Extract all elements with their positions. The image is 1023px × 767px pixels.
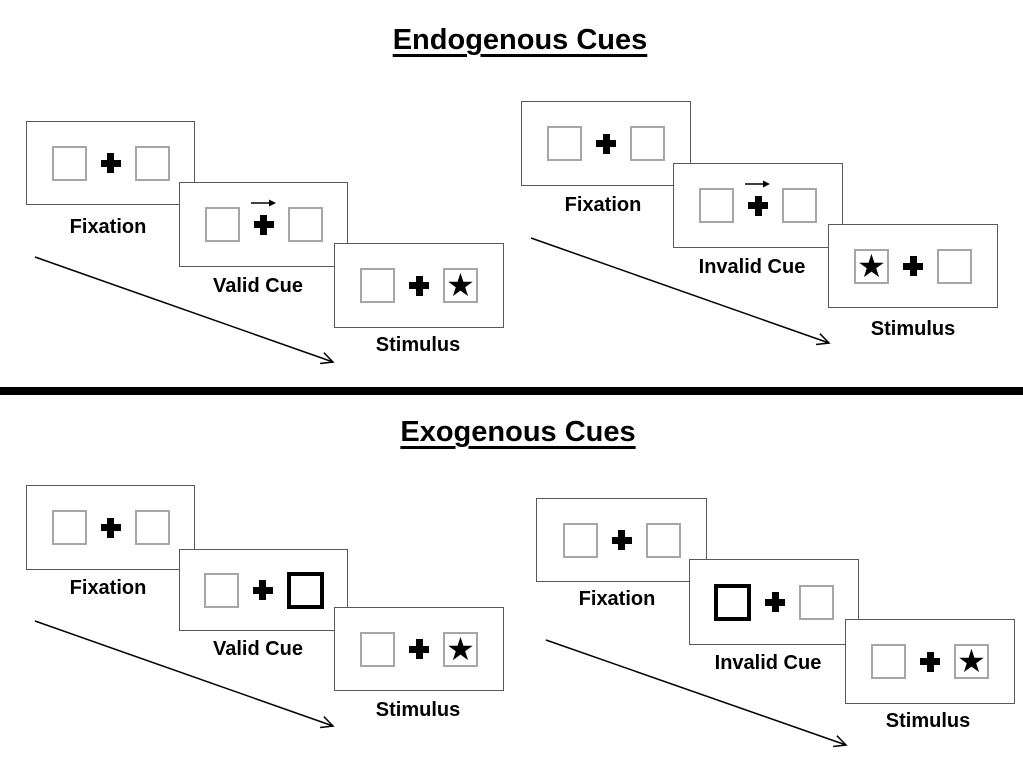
exo-invalid-fixation-panel [536,498,707,582]
panel-label-invalid-cue: Invalid Cue [714,652,822,674]
panel-label-stimulus: Stimulus [870,318,956,340]
right-target-box: ★ [443,268,478,303]
panel-label-invalid-cue: Invalid Cue [698,256,806,278]
fixation-cross-icon [745,180,770,216]
left-target-box: ★ [854,247,889,284]
endo-valid-fixation-panel [26,121,195,205]
left-placeholder-box [562,522,598,558]
fixation-cross-icon [100,153,121,173]
cue-arrow-right-icon [250,199,276,206]
timeline-arrow [530,237,831,346]
cue-arrow-right-icon [745,180,770,187]
right-placeholder-box [134,510,170,545]
timeline-arrow [34,256,335,365]
endo-valid-cue-panel [179,182,348,267]
timeline-arrow [34,620,335,729]
panel-label-fixation: Fixation [564,194,642,216]
timeline-arrow [545,639,848,748]
fixation-cross-icon [100,517,121,538]
target-star-icon: ★ [857,247,886,284]
left-placeholder-box [204,207,240,242]
panel-label-fixation: Fixation [69,216,147,238]
panel-label-stimulus: Stimulus [885,710,971,732]
fixation-cross-icon [250,199,276,235]
left-placeholder-box [51,145,87,181]
fixation-cross-icon [409,639,429,659]
panel-label-stimulus: Stimulus [375,699,461,721]
exo-invalid-stimulus-panel: ★ [845,619,1015,704]
panel-label-valid-cue: Valid Cue [212,275,304,297]
exo-invalid-cue-panel [689,559,859,645]
target-star-icon: ★ [957,643,986,679]
left-placeholder-box [360,268,395,303]
endo-valid-stimulus-panel: ★ [334,243,504,328]
right-placeholder-box [799,584,834,620]
fixation-cross-icon [611,530,632,550]
right-placeholder-box [782,188,817,223]
panel-label-fixation: Fixation [69,577,147,599]
fixation-cross-icon [596,133,616,154]
left-placeholder-box [51,510,87,545]
fixation-cross-icon [252,580,273,600]
exo-valid-cue-panel [179,549,348,631]
fixation-cross-icon [920,651,940,672]
left-highlighted-cue-box [714,583,751,621]
left-placeholder-box [360,631,395,667]
right-target-box: ★ [443,630,478,667]
right-placeholder-box [134,145,170,181]
target-star-icon: ★ [446,630,475,667]
right-placeholder-box [937,248,972,284]
left-placeholder-box [547,126,582,161]
left-placeholder-box [871,644,906,679]
panel-label-fixation: Fixation [578,588,656,610]
right-placeholder-box [287,207,323,242]
right-highlighted-cue-box [286,571,324,609]
endo-invalid-stimulus-panel: ★ [828,224,998,308]
endo-invalid-cue-panel [673,163,843,248]
exo-valid-stimulus-panel: ★ [334,607,504,691]
right-target-box: ★ [954,644,989,679]
fixation-cross-icon [409,275,429,296]
endo-invalid-fixation-panel [521,101,691,186]
fixation-cross-icon [765,592,785,612]
right-placeholder-box [645,522,681,558]
section-divider [0,387,1023,395]
exo-valid-fixation-panel [26,485,195,570]
right-placeholder-box [630,126,665,161]
left-placeholder-box [203,572,239,608]
panel-label-stimulus: Stimulus [375,334,461,356]
left-placeholder-box [699,188,734,223]
target-star-icon: ★ [446,267,475,303]
section-title-endogenous: Endogenous Cues [392,24,648,56]
section-title-exogenous: Exogenous Cues [400,416,636,448]
panel-label-valid-cue: Valid Cue [212,638,304,660]
fixation-cross-icon [903,256,923,276]
